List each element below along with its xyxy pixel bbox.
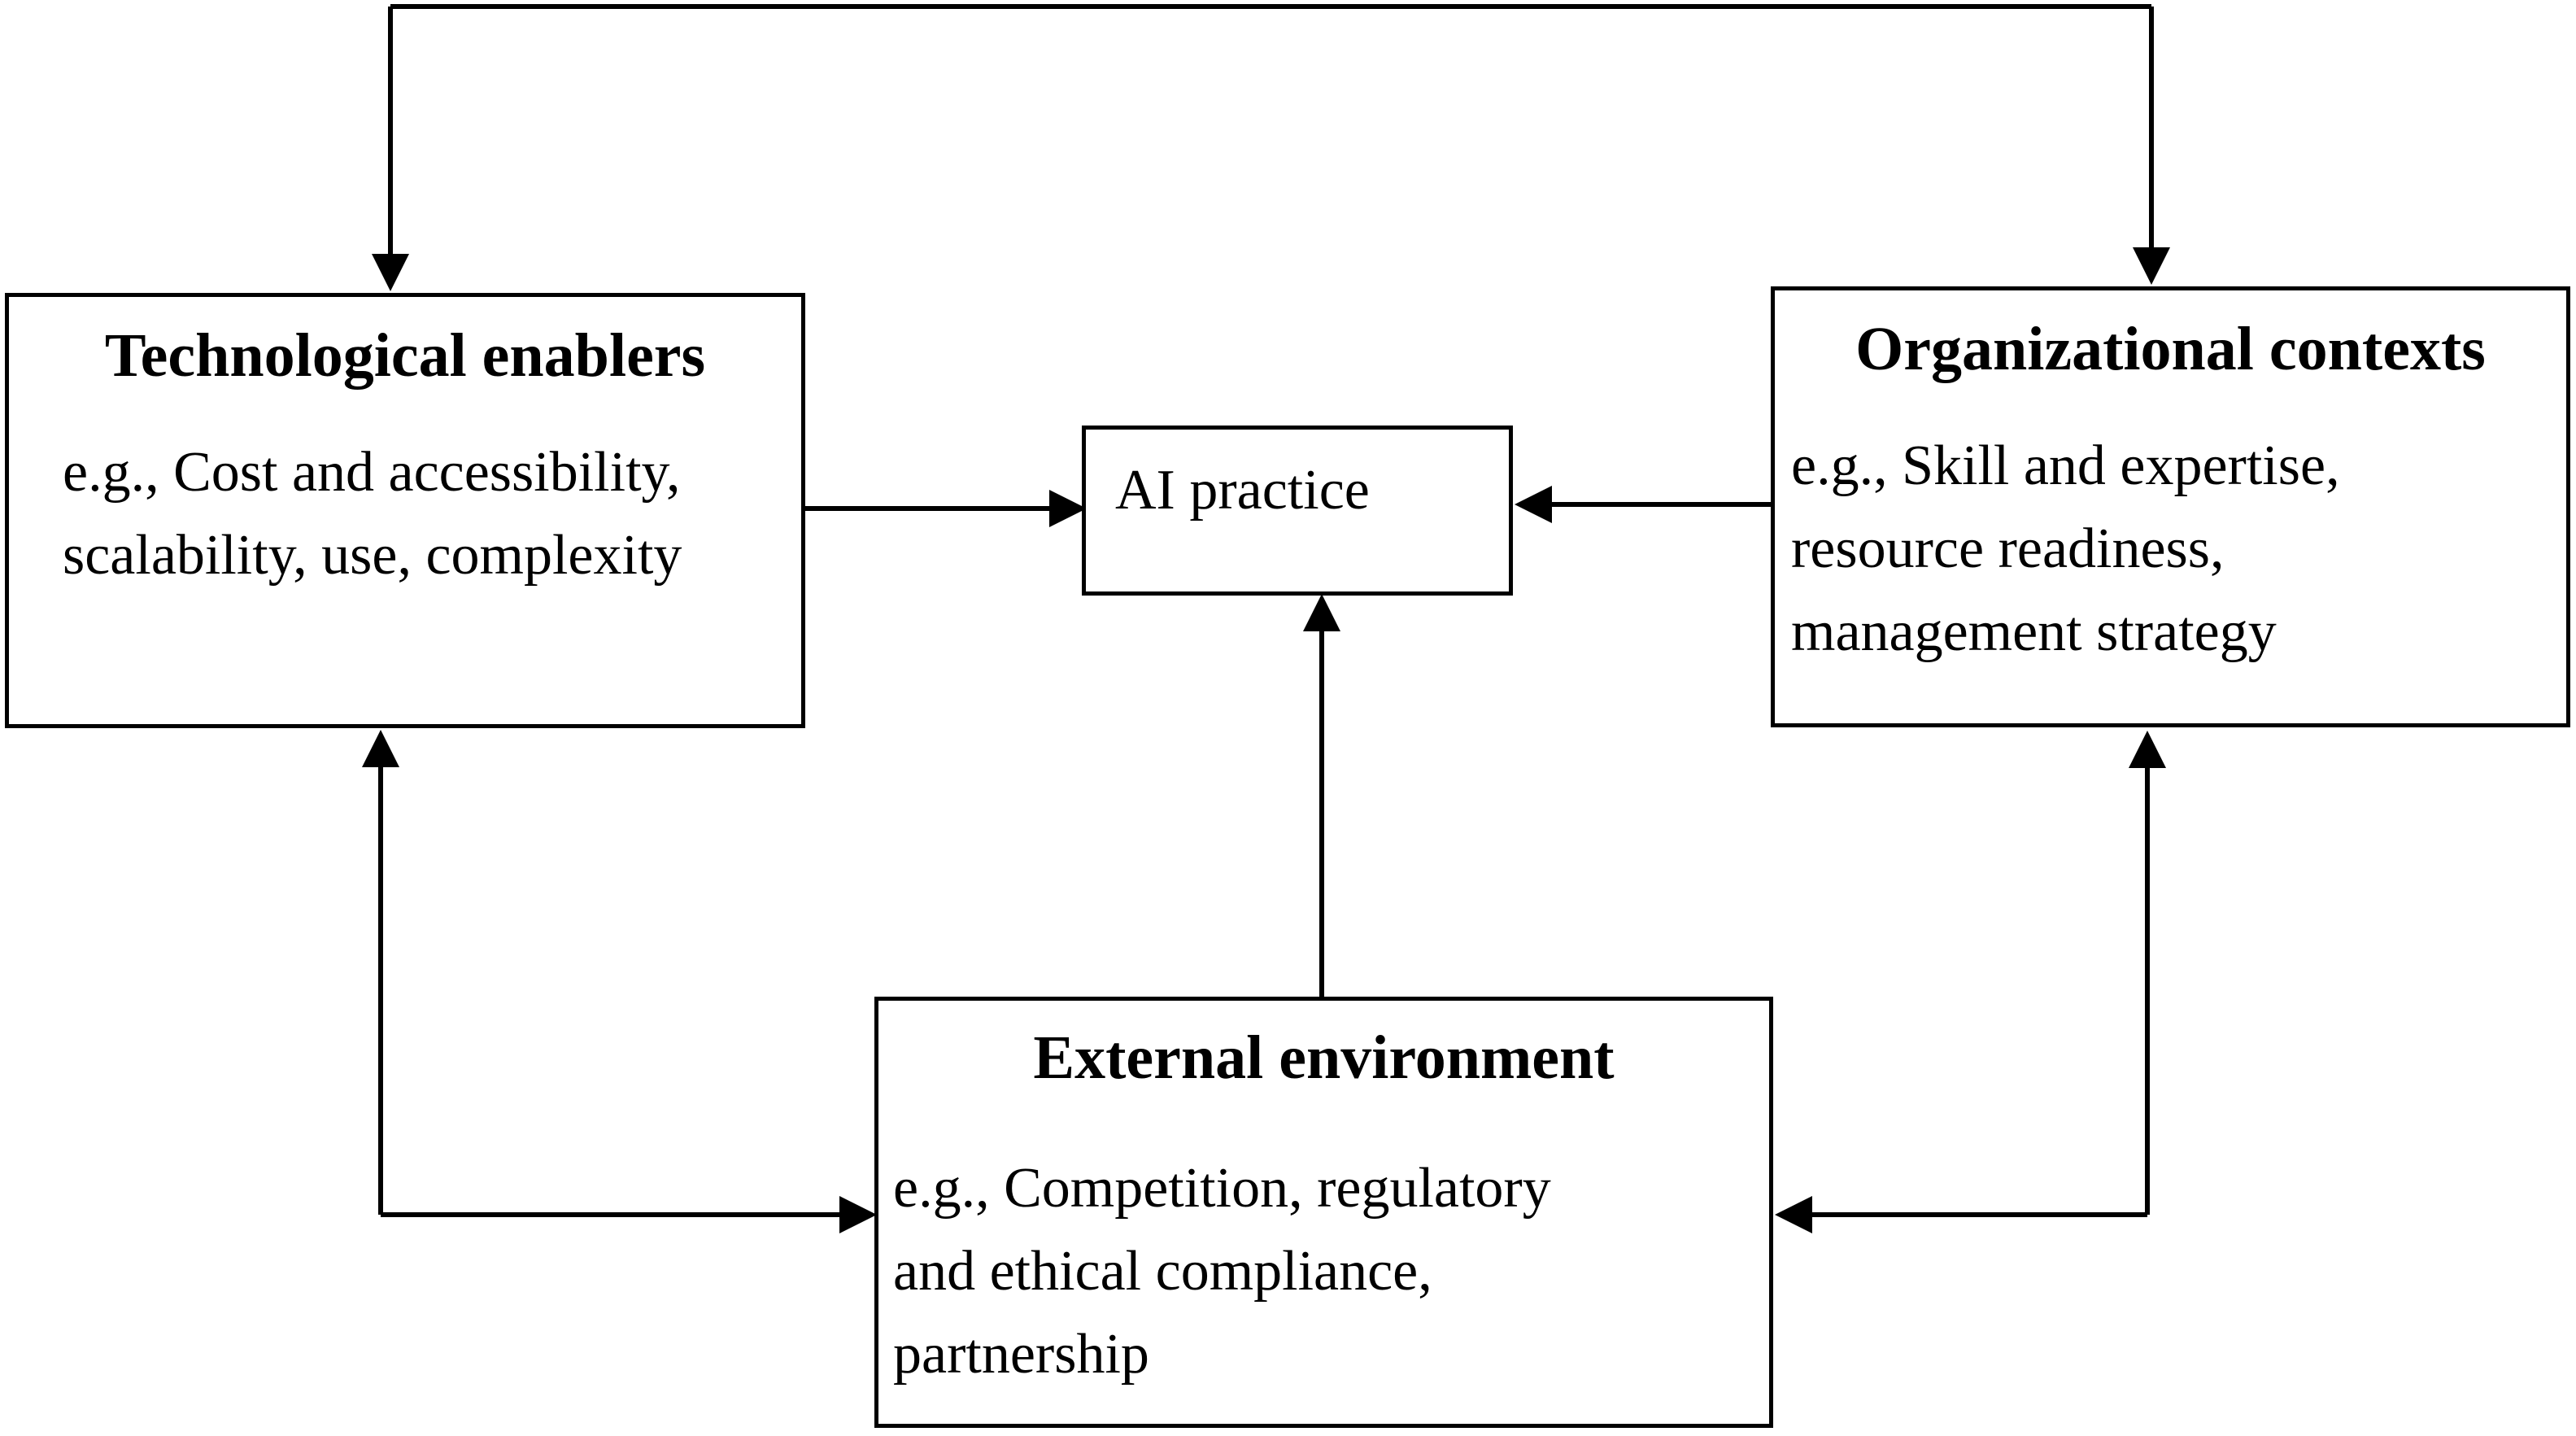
body-line: e.g., Competition, regulatory: [893, 1157, 1551, 1220]
body-line: partnership: [893, 1323, 1149, 1386]
body-line: e.g., Skill and expertise,: [1791, 434, 2340, 497]
organizational-contexts-title: Organizational contexts: [1855, 315, 2486, 383]
top-connector-arrow: [372, 4, 2170, 291]
body-line: e.g., Cost and accessibility,: [63, 441, 681, 504]
org-ext-connector-arrow: [1775, 731, 2166, 1233]
arrowhead-down-into-technological-enablers: [372, 254, 409, 291]
arrowhead-right-into-ai-practice: [1049, 490, 1087, 527]
arrowhead-left-into-external-environment: [1775, 1196, 1812, 1233]
arrowhead-right-into-external-environment: [839, 1196, 877, 1233]
body-line: scalability, use, complexity: [63, 524, 682, 587]
arrowhead-up-into-ai-practice: [1303, 594, 1340, 631]
body-line: resource readiness,: [1791, 517, 2225, 580]
external-environment-body: e.g., Competition, regulatory and ethica…: [878, 1147, 1769, 1396]
organizational-contexts-body: e.g., Skill and expertise, resource read…: [1775, 425, 2566, 674]
arrowhead-up-into-technological-enablers: [362, 730, 399, 767]
ai-practice-title: AI practice: [1115, 459, 1370, 522]
arrowhead-down-into-organizational-contexts: [2133, 247, 2170, 285]
technological-enablers-title: Technological enablers: [104, 321, 706, 390]
box-external-environment: External environment e.g., Competition, …: [874, 997, 1773, 1428]
technological-enablers-body: e.g., Cost and accessibility, scalabilit…: [9, 431, 801, 597]
org-to-ai-arrow: [1515, 486, 1771, 523]
arrowhead-left-into-ai-practice: [1515, 486, 1552, 523]
external-environment-title: External environment: [1033, 1024, 1615, 1092]
box-organizational-contexts: Organizational contexts e.g., Skill and …: [1771, 286, 2570, 727]
arrowhead-up-into-organizational-contexts: [2129, 731, 2166, 768]
tech-ext-connector-arrow: [362, 730, 877, 1233]
body-line: management strategy: [1791, 600, 2277, 663]
ext-to-ai-arrow: [1303, 594, 1340, 997]
box-ai-practice: AI practice: [1082, 426, 1513, 596]
box-technological-enablers: Technological enablers e.g., Cost and ac…: [5, 293, 805, 728]
tech-to-ai-arrow: [805, 490, 1087, 527]
body-line: and ethical compliance,: [893, 1240, 1432, 1303]
